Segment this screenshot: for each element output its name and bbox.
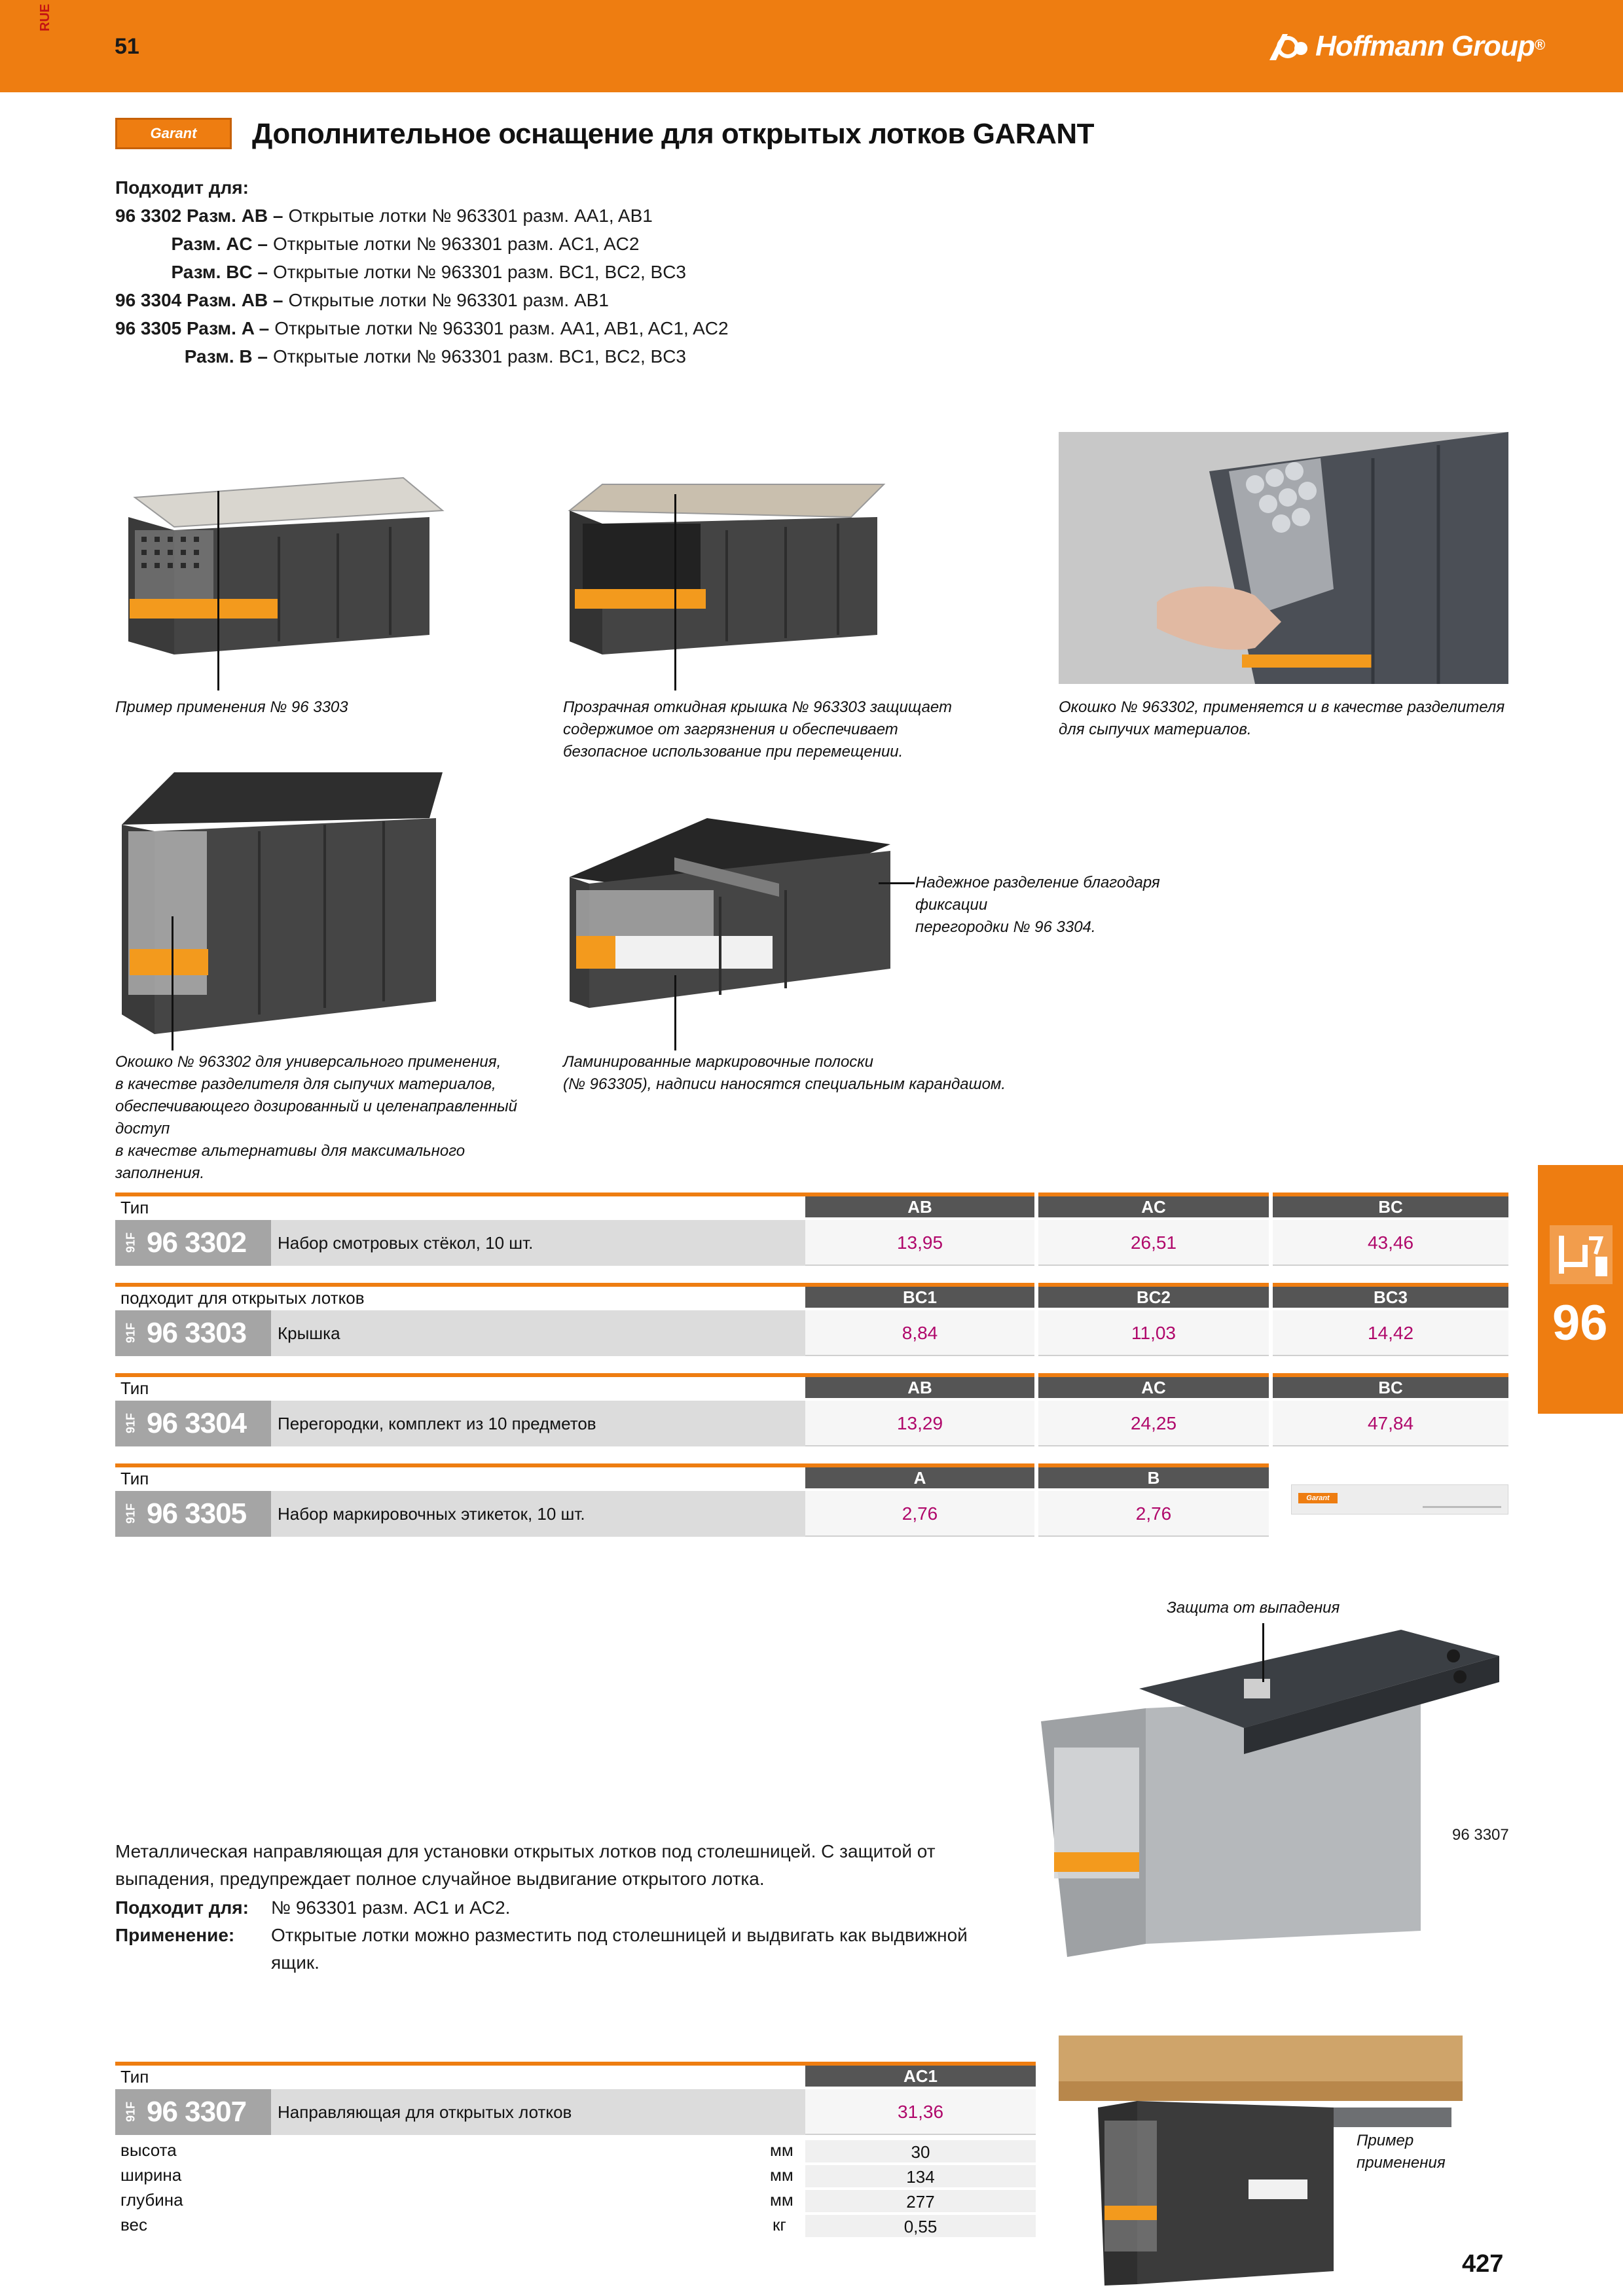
size-header: BC3	[1273, 1283, 1508, 1308]
article-number: 96 3307	[147, 2096, 247, 2128]
rail-fits: Подходит для:№ 963301 разм. AC1 и AC2.	[115, 1897, 511, 1918]
size-header: A	[805, 1463, 1034, 1488]
caption-pointer	[217, 491, 219, 691]
garant-logo: Garant	[115, 118, 232, 149]
column-label: Тип	[120, 1378, 149, 1398]
window-photo-image	[1059, 432, 1508, 684]
column-label: Тип	[120, 1469, 149, 1488]
rail-application: Применение:Открытые лотки можно размести…	[115, 1925, 968, 1973]
price: 13,29	[805, 1401, 1034, 1446]
size-header: BC2	[1038, 1283, 1269, 1308]
fits-row: Разм. AC –Открытые лотки № 963301 разм. …	[171, 234, 640, 254]
caption-fall-protection: Защита от выпадения	[1167, 1599, 1340, 1617]
rail-image	[1041, 1630, 1499, 1957]
size-header: BC1	[805, 1283, 1034, 1308]
price: 26,51	[1038, 1220, 1269, 1266]
column-label: Тип	[120, 2067, 149, 2087]
fits-row: Разм. B –Открытые лотки № 963301 разм. B…	[184, 346, 686, 367]
fits-row: 96 3304 Разм. AB –Открытые лотки № 96330…	[115, 290, 609, 310]
section-number: 96	[1552, 1295, 1608, 1351]
article-description: Набор смотровых стёкол, 10 шт.	[278, 1233, 534, 1253]
price: 13,95	[805, 1220, 1034, 1266]
label-strip-image: Garant	[1291, 1484, 1508, 1515]
size-header: BC	[1273, 1373, 1508, 1398]
caption-window-divider: Окошко № 963302, применяется и в качеств…	[1059, 698, 1505, 738]
price: 8,84	[805, 1310, 1034, 1356]
caption-pointer	[1262, 1623, 1264, 1682]
caption-pointer	[674, 975, 676, 1050]
price: 11,03	[1038, 1310, 1269, 1356]
article-description: Крышка	[278, 1323, 340, 1343]
article-number: 96 3303	[147, 1317, 247, 1349]
size-header: AC1	[805, 2062, 1036, 2087]
application-photo-image	[1059, 2009, 1463, 2286]
size-header: BC	[1273, 1193, 1508, 1217]
catalog-page-number: 51	[115, 34, 139, 59]
price: 31,36	[805, 2089, 1036, 2135]
brand-logo: Hoffmann Group®	[1268, 30, 1545, 63]
language-code: RUE	[38, 3, 52, 31]
price: 24,25	[1038, 1401, 1269, 1446]
crate-with-window-image	[122, 772, 443, 1034]
fits-row: 96 3305 Разм. A –Открытые лотки № 963301…	[115, 318, 729, 338]
price: 2,76	[805, 1491, 1034, 1537]
price: 2,76	[1038, 1491, 1269, 1537]
caption-pointer	[674, 494, 676, 691]
fits-row: 96 3302 Разм. AB –Открытые лотки № 96330…	[115, 206, 653, 226]
caption-pointer	[879, 882, 915, 884]
size-header: AB	[805, 1373, 1034, 1398]
caption-transparent-lid: Прозрачная откидная крышка № 963303 защи…	[563, 698, 952, 761]
caption-label-strips: Ламинированные маркировочные полоски(№ 9…	[563, 1053, 1006, 1093]
fits-list: Подходит для: 96 3302 Разм. AB –Открытые…	[115, 173, 729, 370]
crate-with-lid-image	[128, 476, 445, 655]
crate-with-partition-image	[570, 818, 890, 1008]
article-number: 96 3302	[147, 1227, 247, 1259]
header-bar: RUE 51 Hoffmann Group®	[0, 0, 1623, 92]
crate-transparent-lid-image	[568, 484, 886, 655]
rail-description: Металлическая направляющая для установки…	[115, 1841, 936, 1889]
column-label: подходит для открытых лотков	[120, 1288, 365, 1308]
price: 43,46	[1273, 1220, 1508, 1266]
article-description: Перегородки, комплект из 10 предметов	[278, 1414, 596, 1433]
page-number: 427	[1462, 2250, 1504, 2278]
caption-pointer	[172, 916, 173, 1050]
price: 47,84	[1273, 1401, 1508, 1446]
size-header: AC	[1038, 1193, 1269, 1217]
caption-application-example: Пример применения № 96 3303	[115, 698, 348, 716]
rail-article-label: 96 3307	[1452, 1826, 1509, 1844]
page-title: Дополнительное оснащение для открытых ло…	[252, 118, 1095, 150]
size-header: AC	[1038, 1373, 1269, 1398]
size-header: B	[1038, 1463, 1269, 1488]
hoffmann-logo-icon	[1269, 34, 1308, 60]
article-description: Направляющая для открытых лотков	[278, 2102, 572, 2122]
size-header: AB	[805, 1193, 1034, 1217]
fits-heading: Подходит для:	[115, 177, 249, 198]
fits-row: Разм. BC –Открытые лотки № 963301 разм. …	[171, 262, 686, 282]
article-description: Набор маркировочных этикеток, 10 шт.	[278, 1504, 585, 1524]
price: 14,42	[1273, 1310, 1508, 1356]
article-number: 96 3304	[147, 1407, 247, 1439]
label-strip-logo: Garant	[1298, 1493, 1338, 1503]
column-label: Тип	[120, 1198, 149, 1217]
brand-registered: ®	[1534, 37, 1545, 53]
workstation-icon	[1550, 1225, 1613, 1284]
article-number: 96 3305	[147, 1498, 247, 1530]
caption-universal-window: Окошко № 963302 для универсального приме…	[115, 1053, 518, 1182]
brand-name: Hoffmann Group	[1315, 30, 1535, 62]
section-tab: 96	[1538, 1165, 1623, 1414]
